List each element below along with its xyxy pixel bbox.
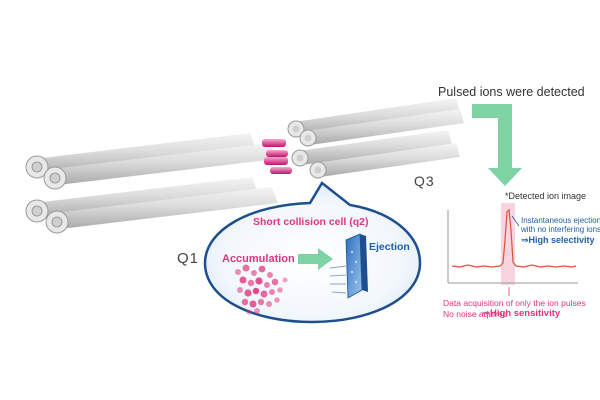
q1-label: Q1 <box>177 250 200 267</box>
motion-lines <box>329 265 347 294</box>
accumulation-label: Accumulation <box>222 253 295 265</box>
daq-line-2: No noise aquired <box>443 309 508 319</box>
signal-trace <box>451 208 577 268</box>
callout-leader <box>511 215 520 227</box>
callout-line-1: Instantaneous ejection <box>521 216 600 225</box>
ejection-label: Ejection <box>369 241 410 253</box>
daq-line-1: Data acquisition of only the ion pulses <box>443 298 586 308</box>
pulse-highlight <box>501 203 515 285</box>
q3-rod <box>291 130 452 167</box>
high-selectivity-label: ⇒High selectivity <box>521 235 595 245</box>
detected-ion-plot <box>447 203 578 296</box>
q3-rod <box>299 109 464 147</box>
ejection-arrow <box>298 248 333 270</box>
q1-rod <box>43 143 276 190</box>
high-sensitivity-label: ⇒High sensitivity <box>482 308 561 319</box>
detected-ion-image-note: *Detected ion image <box>505 191 587 201</box>
q3-rod <box>287 98 460 138</box>
q3-label: Q3 <box>414 173 435 189</box>
ejection-plate <box>345 233 368 299</box>
pulsed-ions-title: Pulsed ions were detected <box>438 85 585 99</box>
q2-collision-cell-rods <box>262 139 292 174</box>
collision-cell-title: Short collision cell (q2) <box>253 216 369 228</box>
q1-quadrupole <box>25 133 278 234</box>
callout-line-2: with no interfering ions <box>521 225 600 234</box>
q3-rod <box>309 143 460 179</box>
detection-arrow <box>472 104 522 186</box>
ion-cloud <box>235 264 288 315</box>
q3-quadrupole <box>287 98 464 179</box>
q1-rod <box>25 133 256 179</box>
q1-rod <box>25 177 258 223</box>
q1-rod <box>45 187 278 234</box>
